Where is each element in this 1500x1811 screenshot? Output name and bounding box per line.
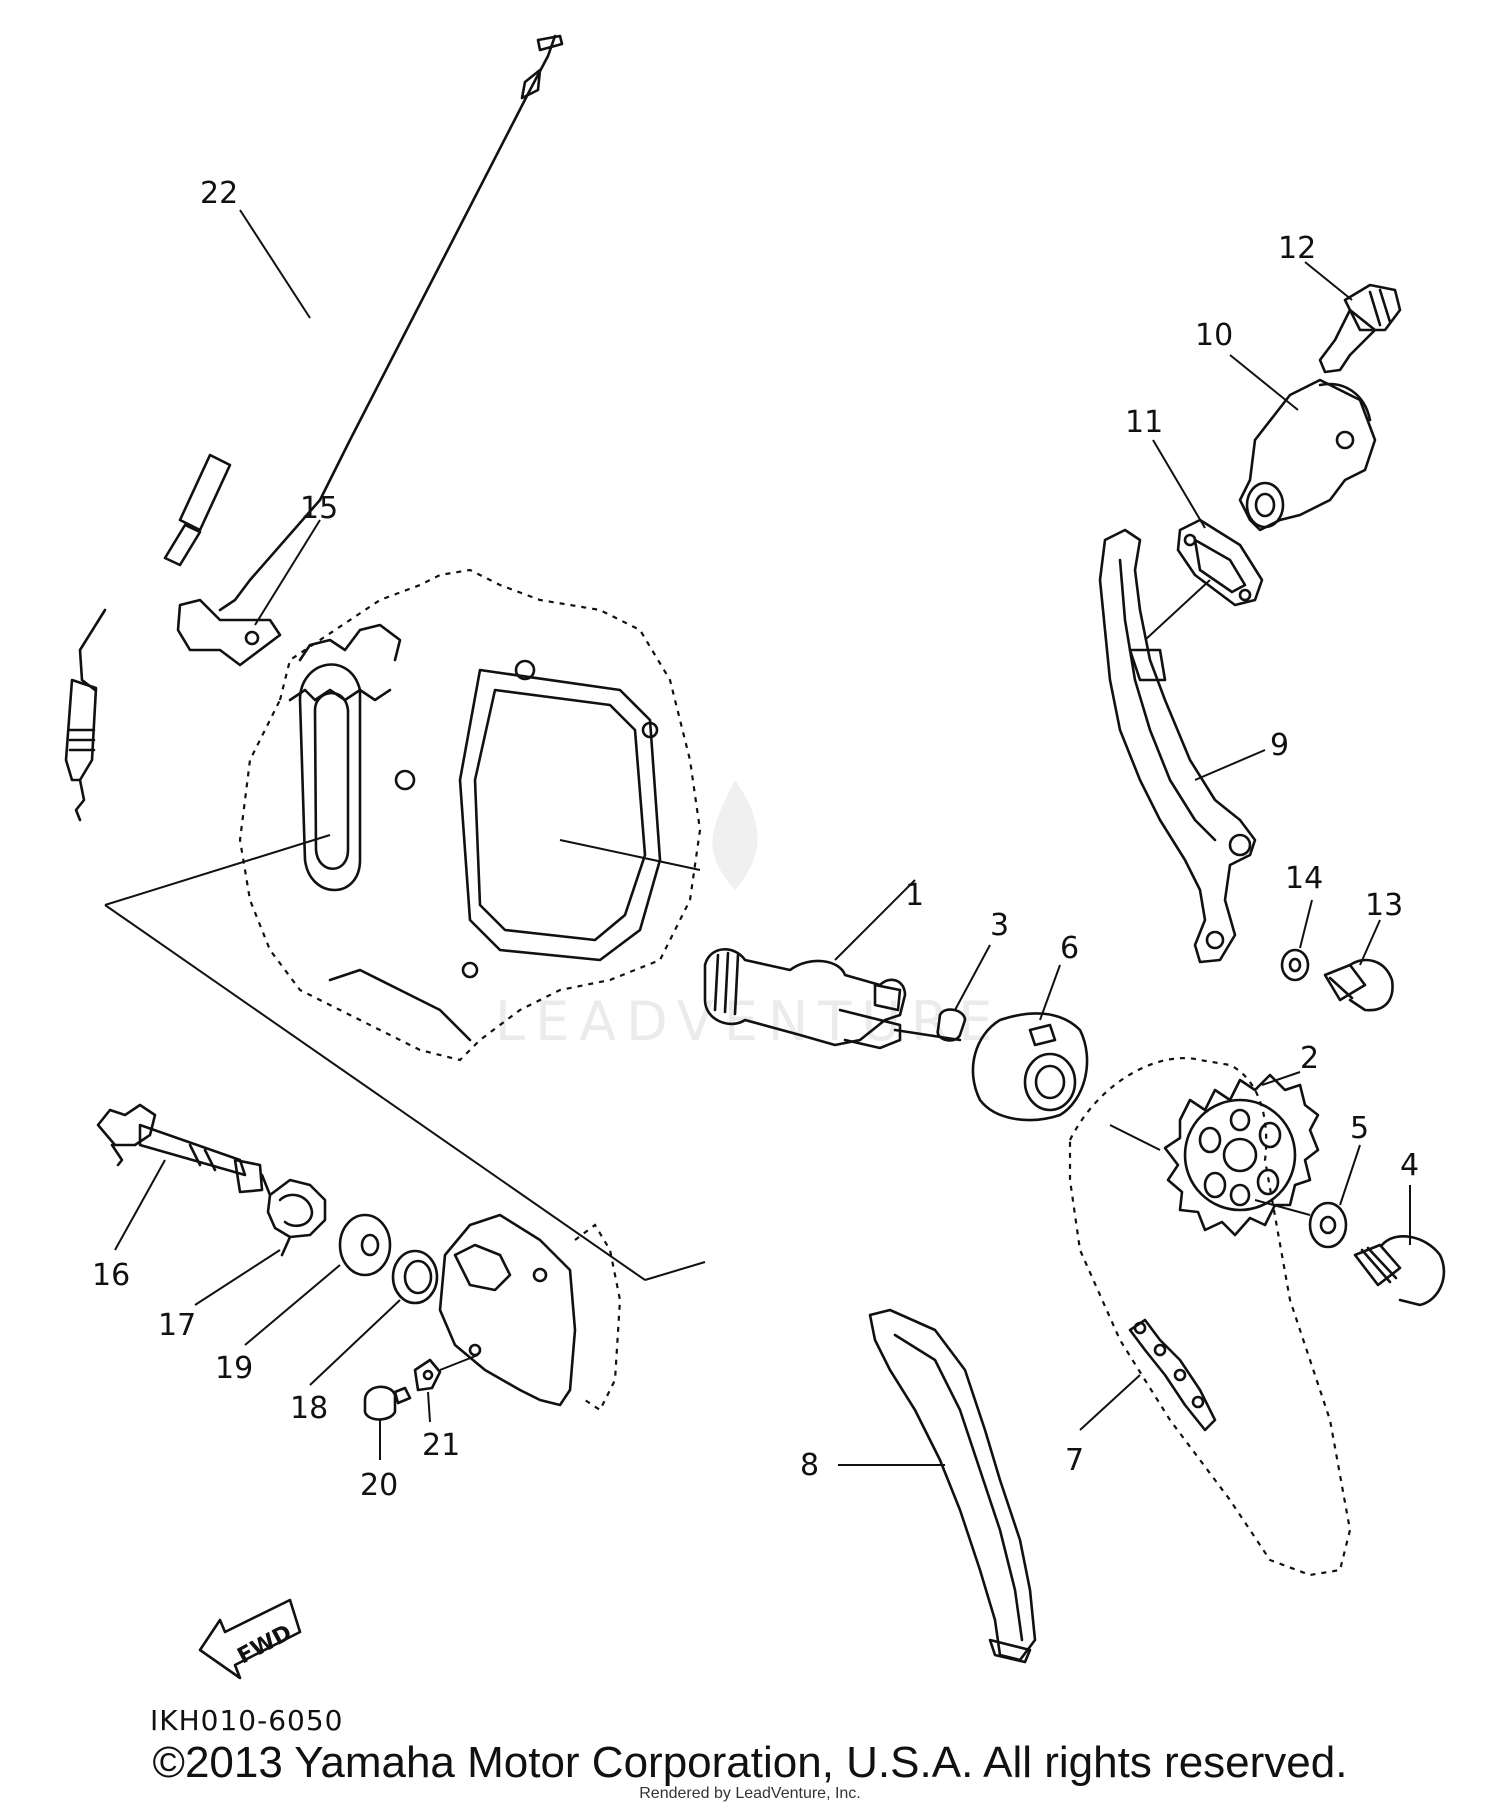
part-8-chain-guide	[838, 1308, 1037, 1664]
part-12-bolt	[1304, 261, 1402, 374]
part-16-shaft	[96, 1103, 264, 1251]
part-9-tensioner-guide	[1098, 528, 1266, 964]
part-11-gasket	[1144, 439, 1264, 641]
part-18-seal	[309, 1249, 439, 1386]
part-6-drive-cam	[971, 964, 1089, 1122]
part-14-washer	[1280, 899, 1313, 982]
part-15-bracket	[176, 519, 321, 667]
callout-2: 2	[1300, 1041, 1319, 1076]
callout-11: 11	[1125, 405, 1163, 440]
part-2-sprocket	[1109, 1071, 1320, 1237]
callout-6: 6	[1060, 931, 1079, 966]
copyright-notice: ©2013 Yamaha Motor Corporation, U.S.A. A…	[152, 1738, 1348, 1787]
callout-20: 20	[360, 1468, 398, 1503]
part-7-cam-chain	[1068, 1057, 1352, 1577]
callout-12: 12	[1278, 231, 1316, 266]
callout-3: 3	[990, 908, 1009, 943]
callout-18: 18	[290, 1391, 328, 1426]
side-cover	[438, 1213, 622, 1412]
assembly-lines	[104, 834, 706, 1281]
part-1-camshaft	[703, 879, 962, 1050]
part-3-pin	[936, 944, 991, 1042]
part-19-washer	[244, 1213, 392, 1346]
part-20-plug	[363, 1385, 412, 1460]
fwd-label: FWD	[234, 1620, 297, 1669]
callout-21: 21	[422, 1428, 460, 1463]
callout-5: 5	[1350, 1111, 1369, 1146]
callout-14: 14	[1285, 861, 1323, 896]
callout-13: 13	[1365, 888, 1403, 923]
drawing-code: IKH010-6050	[150, 1704, 343, 1737]
cylinder-head	[238, 568, 702, 1062]
callout-16: 16	[92, 1258, 130, 1293]
rendered-by-notice: Rendered by LeadVenture, Inc.	[639, 1785, 861, 1802]
callout-8: 8	[800, 1448, 819, 1483]
callout-17: 17	[158, 1308, 196, 1343]
part-13-bolt	[1323, 919, 1394, 1012]
callout-1: 1	[905, 878, 924, 913]
fwd-arrow: FWD	[198, 1598, 302, 1680]
callout-10: 10	[1195, 318, 1233, 353]
callout-19: 19	[215, 1351, 253, 1386]
callout-9: 9	[1270, 728, 1289, 763]
part-10-tensioner	[1229, 354, 1377, 532]
callout-4: 4	[1400, 1148, 1419, 1183]
part-5-washer	[1254, 1144, 1361, 1249]
callout-15: 15	[300, 491, 338, 526]
part-4-bolt	[1353, 1185, 1446, 1307]
callouts: 1 2 3 4 5 6 7 8 9 10 11 12 13 14 15 16 1…	[92, 176, 1419, 1503]
callout-22: 22	[200, 176, 238, 211]
callout-7: 7	[1065, 1443, 1084, 1478]
watermark-logo: LEADVENTURE	[495, 780, 992, 1053]
part-17-spring	[194, 1173, 327, 1306]
part-22-cable	[64, 34, 564, 822]
part-21-washer	[413, 1354, 479, 1423]
